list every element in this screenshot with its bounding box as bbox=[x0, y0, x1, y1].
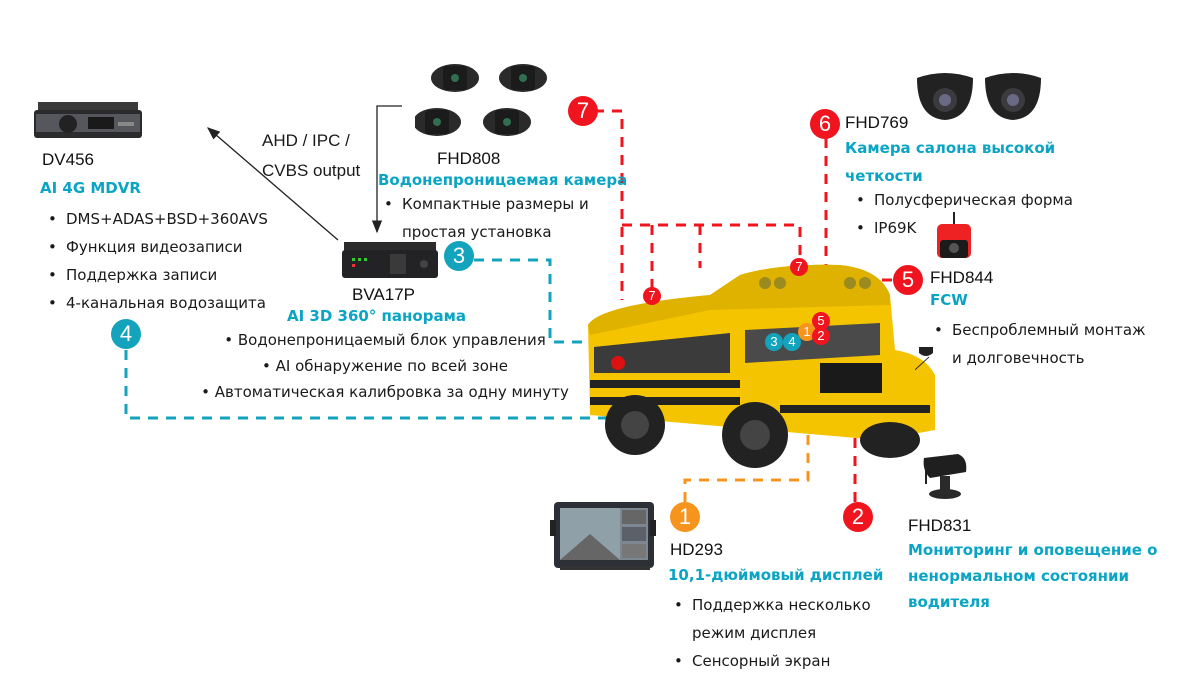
output-arrow bbox=[207, 127, 339, 241]
feature-item: DMS+ADAS+BSD+360AVS bbox=[44, 205, 268, 233]
fhd844-features: Беспроблемный монтаж и долговечность bbox=[930, 316, 1146, 372]
bva17p-title: AI 3D 360° панорама bbox=[287, 307, 466, 325]
bus-badge-3: 3 bbox=[765, 333, 783, 351]
fhd844-title: FCW bbox=[930, 291, 968, 309]
fhd808-title: Водонепроницаемая камера bbox=[378, 171, 628, 189]
bva17p-model: BVA17P bbox=[352, 285, 416, 304]
fhd808-model: FHD808 bbox=[437, 149, 501, 168]
hd293-title: 10,1-дюймовый дисплей bbox=[668, 566, 884, 584]
fhd769-title-line2: четкости bbox=[845, 167, 923, 185]
fhd831-title-line2: ненормальном состоянии bbox=[908, 567, 1130, 585]
fhd769-features: Полусферическая форма IP69K bbox=[852, 186, 1073, 242]
control-box-icon bbox=[340, 240, 440, 282]
fhd831-title-line1: Мониторинг и оповещение о bbox=[908, 541, 1158, 559]
fhd769-title: Камера салона высокой четкости bbox=[845, 134, 1055, 190]
camera-to-box-arrow bbox=[371, 105, 402, 234]
feature-item: • AI обнаружение по всей зоне bbox=[262, 357, 508, 375]
feature-item: Компактные размеры и bbox=[380, 190, 589, 218]
bva17p-features: • Водонепроницаемый блок управления • AI… bbox=[195, 327, 575, 405]
feature-item: IP69K bbox=[852, 214, 1073, 242]
hd293-features: Поддержка несколько режим дисплея Сенсор… bbox=[670, 591, 871, 675]
fhd769-title-line1: Камера салона высокой bbox=[845, 139, 1056, 157]
badge-4: 4 bbox=[111, 319, 141, 349]
bus-badge-7-top: 7 bbox=[790, 258, 808, 276]
output-label-line2: CVBS output bbox=[262, 161, 361, 180]
badge-5: 5 bbox=[893, 265, 923, 295]
feature-item: 4-канальная водозащита bbox=[44, 289, 268, 317]
output-label: AHD / IPC / CVBS output bbox=[262, 126, 360, 186]
mdvr-device-icon bbox=[30, 100, 148, 142]
badge-7: 7 bbox=[568, 96, 598, 126]
bus-badge-7-side: 7 bbox=[643, 287, 661, 305]
feature-item: • Автоматическая калибровка за одну мину… bbox=[201, 383, 569, 401]
bus-badge-2: 2 bbox=[812, 327, 830, 345]
bus-badge-5: 5 bbox=[812, 312, 830, 330]
feature-item: • Водонепроницаемый блок управления bbox=[224, 331, 546, 349]
bus-badge-4: 4 bbox=[783, 333, 801, 351]
feature-item: и долговечность bbox=[952, 349, 1085, 367]
fhd808-features: Компактные размеры и простая установка bbox=[380, 190, 589, 246]
school-bus-icon bbox=[580, 255, 940, 470]
fhd831-title-line3: водителя bbox=[908, 593, 990, 611]
fhd831-model: FHD831 bbox=[908, 516, 972, 535]
compact-camera-icon bbox=[413, 60, 555, 150]
badge-6: 6 bbox=[810, 109, 840, 139]
bus-badge-1: 1 bbox=[798, 323, 816, 341]
feature-item: Полусферическая форма bbox=[852, 186, 1073, 214]
line-3 bbox=[474, 258, 770, 344]
fhd769-model: FHD769 bbox=[845, 113, 909, 132]
dashcam-icon bbox=[934, 212, 974, 262]
dv456-title: AI 4G MDVR bbox=[40, 179, 141, 197]
dome-camera-icon bbox=[915, 72, 1055, 124]
output-label-line1: AHD / IPC / bbox=[262, 131, 350, 150]
badge-1: 1 bbox=[670, 502, 700, 532]
badge-3: 3 bbox=[444, 241, 474, 271]
feature-item: Беспроблемный монтаж bbox=[930, 316, 1146, 344]
driver-monitor-camera-icon bbox=[918, 450, 974, 506]
feature-item: Поддержка записи bbox=[44, 261, 268, 289]
mirror-camera-icon bbox=[904, 343, 975, 383]
feature-item: Поддержка несколько bbox=[670, 591, 871, 619]
monitor-icon bbox=[550, 500, 660, 578]
fhd831-title: Мониторинг и оповещение о ненормальном с… bbox=[908, 537, 1157, 615]
fhd844-model: FHD844 bbox=[930, 268, 994, 287]
badge-2: 2 bbox=[843, 502, 873, 532]
dv456-features: DMS+ADAS+BSD+360AVS Функция видеозаписи … bbox=[44, 205, 268, 317]
feature-item: Функция видеозаписи bbox=[44, 233, 268, 261]
dv456-model: DV456 bbox=[42, 150, 94, 169]
feature-item: режим дисплея bbox=[692, 624, 817, 642]
hd293-model: HD293 bbox=[670, 540, 723, 559]
feature-item: простая установка bbox=[402, 223, 552, 241]
feature-item: Сенсорный экран bbox=[670, 647, 871, 675]
